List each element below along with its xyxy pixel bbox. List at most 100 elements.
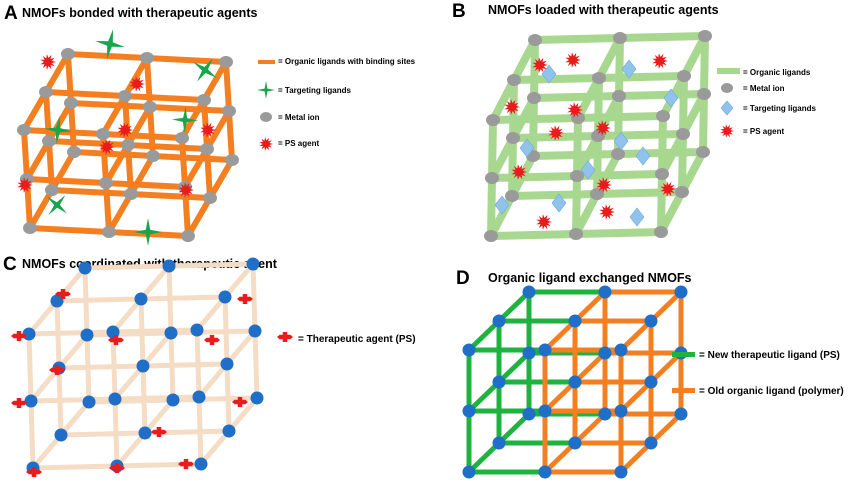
ligand-bond xyxy=(144,55,229,65)
ligand-bond xyxy=(68,100,153,110)
metal-ion-node xyxy=(592,72,606,84)
metal-node xyxy=(568,314,582,328)
ligand-bond xyxy=(250,261,258,334)
ps-agent-starburst xyxy=(178,182,194,198)
ligand-bond xyxy=(30,463,120,471)
ligand-bond xyxy=(103,180,112,235)
green-star-icon xyxy=(257,81,275,99)
ligand-bond xyxy=(49,149,77,193)
panel-d-letter: D xyxy=(456,268,470,289)
orange-bar-icon xyxy=(258,60,275,64)
metal-ion-node xyxy=(225,154,239,166)
metal-node xyxy=(538,465,552,479)
metal-ion-node xyxy=(42,135,56,147)
cross-arrow-left xyxy=(108,337,111,343)
metal-ion-node xyxy=(611,148,625,160)
ligand-bond xyxy=(593,132,602,198)
panel-c-diagram xyxy=(11,257,264,477)
metal-node xyxy=(598,346,612,360)
ligand-bond xyxy=(128,191,213,201)
cross-horizontal xyxy=(154,429,164,435)
cross-arrow-right xyxy=(121,337,124,343)
ligand-bond xyxy=(496,411,532,446)
metal-ion-node xyxy=(613,32,627,44)
cross-arrow-right xyxy=(164,429,167,435)
ligand-bond xyxy=(142,397,176,436)
ligand-bond xyxy=(46,138,131,148)
gray-ellipse-icon xyxy=(721,83,733,93)
ligand-bond xyxy=(466,440,502,475)
ligand-bond xyxy=(529,94,538,160)
cross-horizontal xyxy=(280,334,290,340)
ligand-bond xyxy=(179,97,207,141)
metal-node xyxy=(138,426,152,440)
ligand-bond xyxy=(26,298,60,337)
therapeutic-agent-cross xyxy=(151,427,167,437)
ligand-bond xyxy=(595,34,624,82)
ligand-bond xyxy=(678,130,687,196)
metal-node xyxy=(162,259,176,273)
therapeutic-agent-cross xyxy=(232,397,248,407)
ps-agent-starburst xyxy=(17,177,33,193)
ps-agent-starburst xyxy=(40,54,56,70)
cross-arrow-right xyxy=(24,400,27,406)
ligand-bond xyxy=(138,294,228,302)
targeting-ligand-diamond xyxy=(580,160,596,180)
metal-ion-node xyxy=(197,94,211,106)
panel-a-legend: = Organic ligands with binding sites = T… xyxy=(257,57,416,151)
ligand-bond xyxy=(657,188,686,236)
ligand-bond xyxy=(508,134,517,200)
therapeutic-agent-cross xyxy=(49,365,65,375)
metal-ion-node xyxy=(569,228,583,240)
panel-b-title: NMOFs loaded with therapeutic agents xyxy=(488,3,719,17)
ligand-bond xyxy=(82,263,172,271)
ligand-bond xyxy=(194,327,202,400)
ligand-bond xyxy=(224,328,258,367)
cross-arrow-left xyxy=(55,291,58,297)
ligand-bond xyxy=(100,131,185,141)
metal-ion-node xyxy=(181,230,195,242)
metal-ion-node xyxy=(121,139,135,151)
ligand-bond xyxy=(49,187,134,197)
therapeutic-agent-cross xyxy=(178,459,194,469)
metal-node xyxy=(78,261,92,275)
ligand-bond xyxy=(122,93,207,103)
ligand-bond xyxy=(194,294,228,333)
ps-agent-starburst xyxy=(567,102,583,118)
metal-ion-node xyxy=(67,146,81,158)
ligand-bond xyxy=(572,411,608,446)
metal-ion-node xyxy=(505,190,519,202)
ligand-bond xyxy=(114,430,148,469)
ligand-bond xyxy=(618,440,654,475)
ligand-bond xyxy=(487,230,580,240)
legend-a-item-4: = PS agent xyxy=(278,139,319,148)
ligand-bond xyxy=(222,294,230,367)
ligand-bond xyxy=(489,114,582,124)
cross-horizontal xyxy=(14,400,24,406)
ps-agent-starburst xyxy=(536,214,552,230)
ps-agent-starburst xyxy=(117,122,133,138)
ligand-bond xyxy=(207,157,235,201)
metal-node xyxy=(568,375,582,389)
cross-arrow-right xyxy=(191,461,194,467)
metal-node xyxy=(492,314,506,328)
metal-node xyxy=(644,436,658,450)
cross-arrow-right xyxy=(62,367,65,373)
metal-ion-node xyxy=(124,188,138,200)
legend-a-item-3: = Metal ion xyxy=(278,113,320,122)
cross-horizontal xyxy=(112,465,122,471)
ps-agent-starburst xyxy=(548,125,564,141)
cross-arrow-right xyxy=(250,296,253,302)
ps-agent-starburst xyxy=(511,164,527,180)
ligand-bond xyxy=(648,411,684,446)
metal-ion-node xyxy=(528,34,542,46)
panel-d-legend: = New therapeutic ligand (PS) = Old orga… xyxy=(672,350,844,397)
cross-horizontal xyxy=(52,367,62,373)
cross-arrow-right xyxy=(39,469,42,475)
ligand-bond xyxy=(128,153,156,197)
red-cross-icon xyxy=(277,332,293,342)
metal-ion-node xyxy=(677,70,691,82)
metal-ion-node xyxy=(484,230,498,242)
ps-agent-starburst xyxy=(565,52,581,68)
ligand-bond xyxy=(594,130,687,140)
